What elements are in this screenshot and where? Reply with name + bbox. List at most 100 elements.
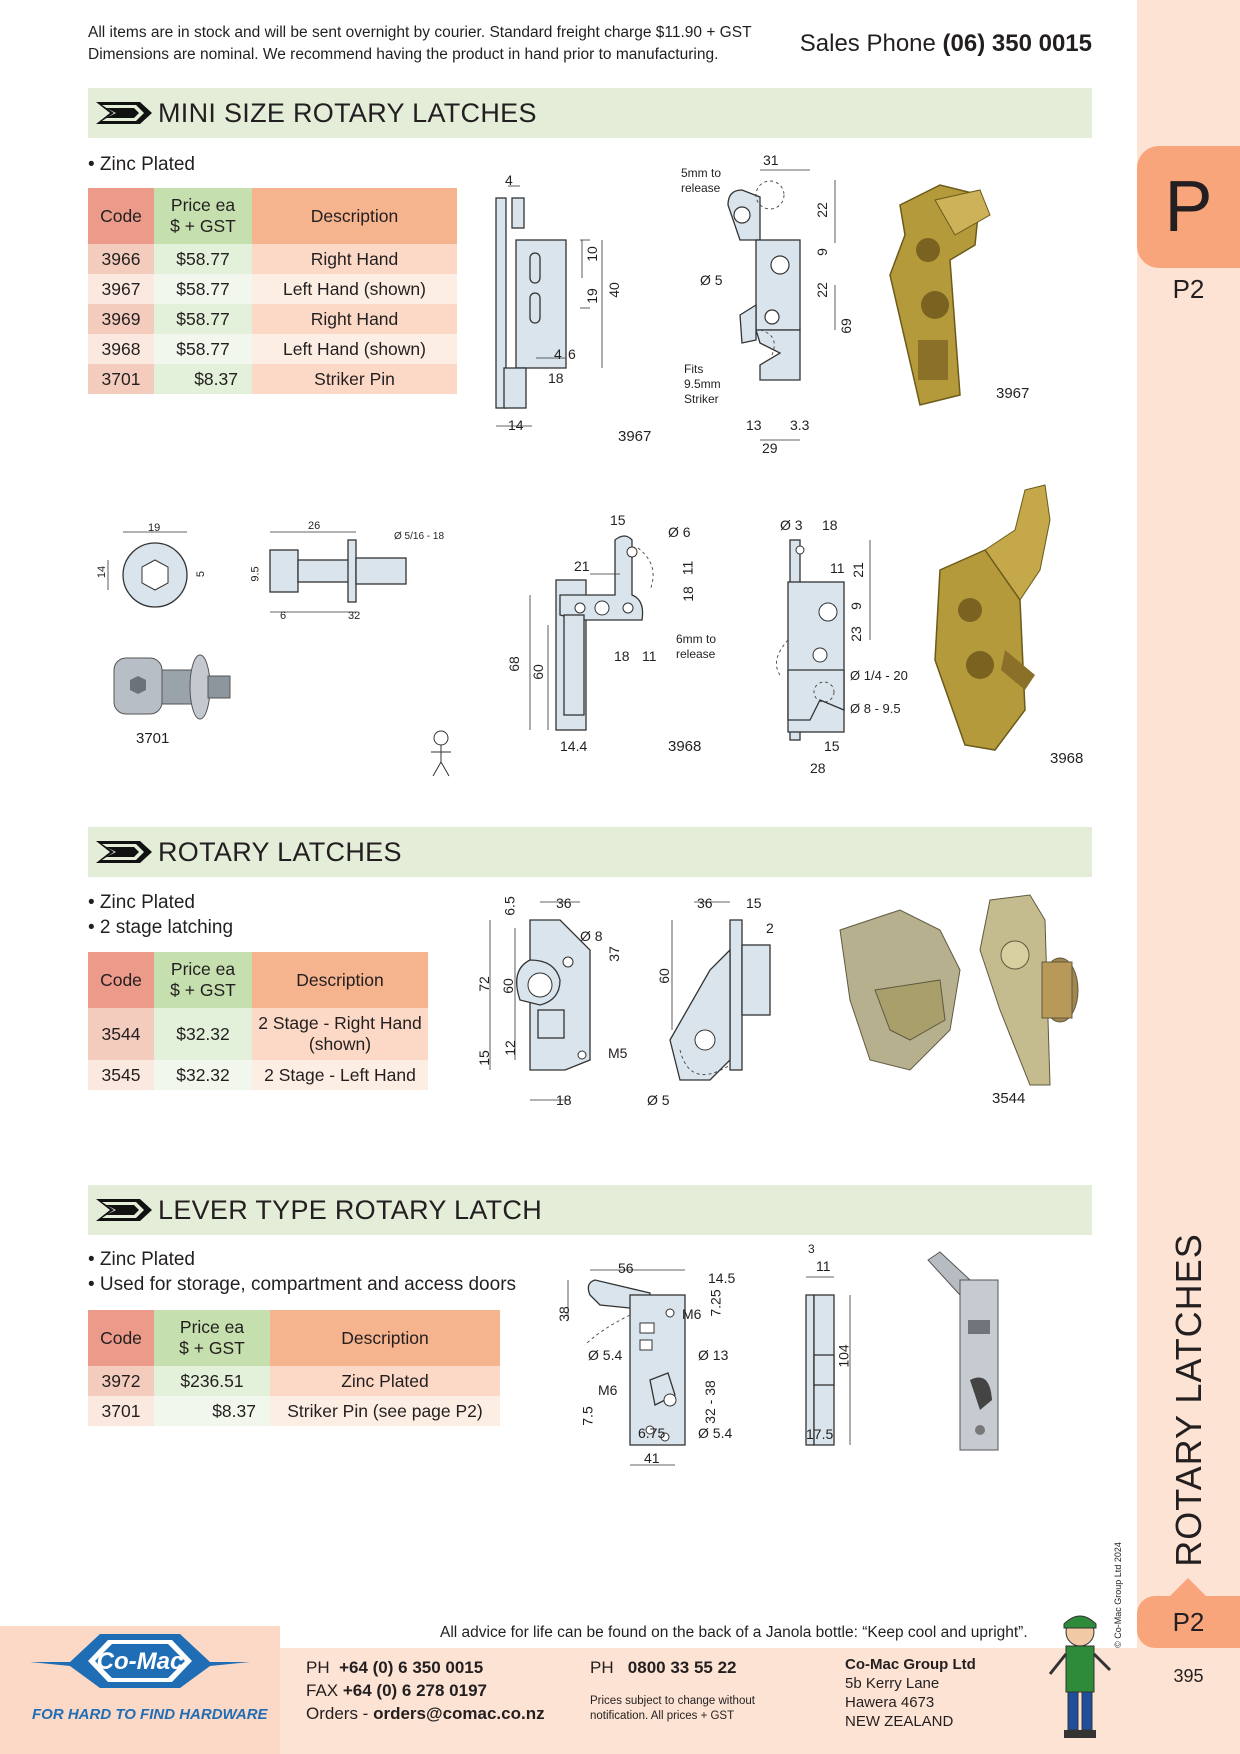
section-letter-tab: P — [1137, 146, 1240, 268]
bullet-item: • Zinc Plated — [88, 1249, 195, 1270]
advice-text: All advice for life can be found on the … — [440, 1624, 1028, 1641]
dim-label: 68 — [505, 656, 522, 672]
dim-label: 6.75 — [638, 1425, 666, 1441]
dim-label: 32 — [348, 610, 361, 622]
dim-label: 17.5 — [806, 1426, 834, 1442]
dim-label: 60 — [499, 978, 516, 994]
dim-label: 13 — [746, 417, 762, 433]
figure-label: 3968 — [668, 738, 702, 755]
cell-code: 3969 — [88, 304, 154, 334]
dim-label: Ø 8 — [580, 928, 603, 944]
price-header-line1: Price ea — [179, 1317, 245, 1337]
dim-label: 7.25 — [707, 1289, 724, 1317]
dim-label: 38 — [555, 1306, 572, 1322]
dim-label: 28 — [810, 760, 826, 776]
cell-price: $8.37 — [154, 1396, 270, 1426]
dim-label: Ø 5 — [700, 272, 723, 288]
cell-price: $58.77 — [154, 274, 252, 304]
dim-label: 104 — [835, 1344, 852, 1368]
dim-label: 29 — [762, 440, 778, 456]
dim-label: 31 — [763, 152, 779, 168]
cell-desc: Left Hand (shown) — [252, 274, 457, 304]
drawing-3544-side — [669, 901, 771, 1081]
dim-label: 11 — [816, 1258, 831, 1274]
dim-label: 14.4 — [560, 738, 588, 754]
dim-label: 11 — [830, 560, 845, 576]
cell-code: 3701 — [88, 364, 154, 394]
cell-price: $32.32 — [154, 1008, 252, 1060]
dim-label: 36 — [556, 895, 572, 911]
drawing-3972 — [567, 1269, 686, 1466]
orders-email-link[interactable]: orders@comac.co.nz — [373, 1704, 545, 1723]
arrow-icon — [96, 1199, 152, 1221]
drawing-striker-end — [107, 531, 188, 608]
note-line-1: All items are in stock and will be sent … — [88, 24, 752, 41]
sales-phone: Sales Phone (06) 350 0015 — [800, 30, 1092, 58]
page-number: 395 — [1173, 1666, 1204, 1686]
price-table-mini: Code Price ea$ + GST Description 3966$58… — [88, 188, 457, 394]
sales-number: (06) 350 0015 — [942, 30, 1092, 57]
logo-tagline: FOR HARD TO FIND HARDWARE — [32, 1706, 268, 1723]
dim-label: 22 — [813, 202, 830, 218]
contact-block: PH +64 (0) 6 350 0015 FAX +64 (0) 6 278 … — [306, 1656, 545, 1725]
col-header-description: Description — [270, 1310, 500, 1366]
dim-label: 72 — [475, 976, 492, 992]
col-header-code: Code — [88, 188, 154, 244]
bullet-item: • Used for storage, compartment and acce… — [88, 1274, 517, 1295]
col-header-price: Price ea$ + GST — [154, 1310, 270, 1366]
dim-label: Ø 8 - 9.5 — [850, 701, 901, 716]
dim-label: 15 — [824, 738, 840, 754]
dim-label: 4 — [554, 346, 562, 362]
dim-label: 19 — [583, 288, 600, 304]
section-bar-rotary: ROTARY LATCHES — [88, 827, 1092, 877]
phone-label: PH — [306, 1658, 330, 1677]
comac-logo-icon — [30, 1634, 250, 1688]
figure-label: 3967 — [618, 428, 652, 445]
cell-code: 3972 — [88, 1366, 154, 1396]
section-bar-mini: MINI SIZE ROTARY LATCHES — [88, 88, 1092, 138]
photo-3701 — [113, 654, 231, 720]
dim-label: Ø 5/16 - 18 — [394, 531, 445, 542]
bullet-item: • 2 stage latching — [88, 917, 234, 938]
dim-label: 19 — [148, 522, 161, 534]
fax-line: FAX +64 (0) 6 278 0197 — [306, 1679, 545, 1702]
fax-label: FAX — [306, 1681, 339, 1700]
freephone-block: PH 0800 33 55 22 — [590, 1656, 737, 1679]
dim-label: 12 — [501, 1040, 518, 1056]
cell-desc: 2 Stage - Right Hand(shown) — [252, 1008, 428, 1060]
dim-label: M6 — [682, 1306, 702, 1322]
dim-label: 11 — [679, 560, 696, 576]
logo-text: Co-Mac — [96, 1648, 184, 1675]
col-header-price: Price ea$ + GST — [154, 188, 252, 244]
note-line-2: Dimensions are nominal. We recommend hav… — [88, 46, 719, 63]
address-line: NEW ZEALAND — [845, 1713, 954, 1730]
dim-label: Ø 5.4 — [588, 1347, 623, 1363]
dim-label: 60 — [655, 968, 672, 984]
side-strip — [1137, 0, 1240, 1754]
price-header-line2: $ + GST — [170, 216, 236, 236]
drawing-striker-side — [269, 531, 407, 613]
drawing-3967-front — [727, 169, 836, 441]
price-header-line2: $ + GST — [170, 980, 236, 1000]
col-header-code: Code — [88, 952, 154, 1008]
drawing-3967-side — [495, 185, 603, 427]
col-header-description: Description — [252, 188, 457, 244]
section-title: ROTARY LATCHES — [158, 837, 402, 867]
dim-label: 40 — [605, 282, 622, 298]
section-title: LEVER TYPE ROTARY LATCH — [158, 1195, 543, 1225]
address-line: Hawera 4673 — [845, 1694, 935, 1711]
disclaimer-line1: Prices subject to change without — [590, 1695, 755, 1707]
dim-label: 15 — [475, 1050, 492, 1066]
dim-label: 6 — [568, 346, 576, 362]
dim-label: 18 — [822, 517, 838, 533]
bullets-mini: • Zinc Plated — [88, 152, 195, 177]
arrow-icon — [96, 841, 152, 863]
cell-desc: Right Hand — [252, 244, 457, 274]
